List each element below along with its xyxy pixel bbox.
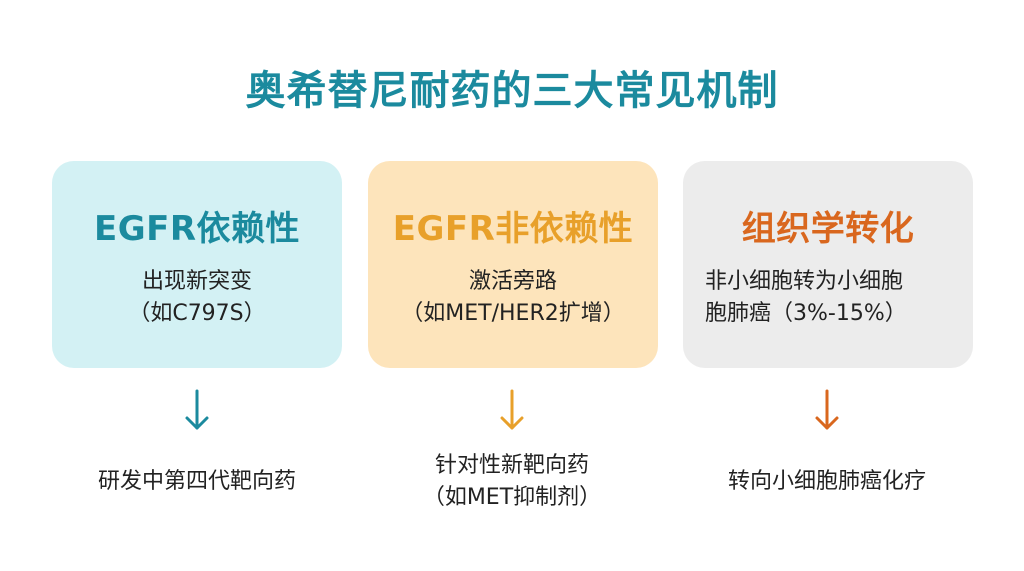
outcome-line: 针对性新靶向药 bbox=[434, 453, 589, 478]
down-arrow-icon bbox=[500, 389, 524, 430]
card-description-line: 激活旁路 bbox=[468, 269, 557, 294]
down-arrow-icon bbox=[815, 389, 839, 430]
outcome-line: 转向小细胞肺癌化疗 bbox=[727, 469, 926, 494]
card-description: 激活旁路 （如MET/HER2扩增） bbox=[378, 266, 648, 330]
outcome-text: 研发中第四代靶向药 bbox=[47, 466, 347, 498]
outcome-text: 转向小细胞肺癌化疗 bbox=[677, 466, 977, 498]
mechanism-card-egfr-dependent: EGFR依赖性 出现新突变 （如C797S） bbox=[52, 161, 342, 368]
card-description-line: 胞肺癌（3%-15%） bbox=[705, 301, 907, 326]
mechanism-card-histologic-transformation: 组织学转化 非小细胞转为小细胞 胞肺癌（3%-15%） bbox=[683, 161, 973, 368]
outcome-line: 研发中第四代靶向药 bbox=[97, 469, 296, 494]
outcome-line: （如MET抑制剂） bbox=[422, 485, 602, 510]
card-heading: EGFR依赖性 bbox=[93, 209, 301, 249]
card-heading: EGFR非依赖性 bbox=[392, 209, 634, 249]
outcome-text: 针对性新靶向药 （如MET抑制剂） bbox=[362, 450, 662, 514]
card-description-line: 非小细胞转为小细胞 bbox=[705, 269, 904, 294]
card-description-line: （如C797S） bbox=[128, 301, 266, 326]
card-description-line: 出现新突变 bbox=[141, 269, 252, 294]
page-title: 奥希替尼耐药的三大常见机制 bbox=[245, 68, 779, 114]
card-description: 非小细胞转为小细胞 胞肺癌（3%-15%） bbox=[705, 266, 963, 330]
card-description: 出现新突变 （如C797S） bbox=[62, 266, 332, 330]
down-arrow-icon bbox=[185, 389, 209, 430]
card-description-line: （如MET/HER2扩增） bbox=[401, 301, 625, 326]
card-heading: 组织学转化 bbox=[741, 209, 915, 249]
mechanism-card-egfr-independent: EGFR非依赖性 激活旁路 （如MET/HER2扩增） bbox=[368, 161, 658, 368]
